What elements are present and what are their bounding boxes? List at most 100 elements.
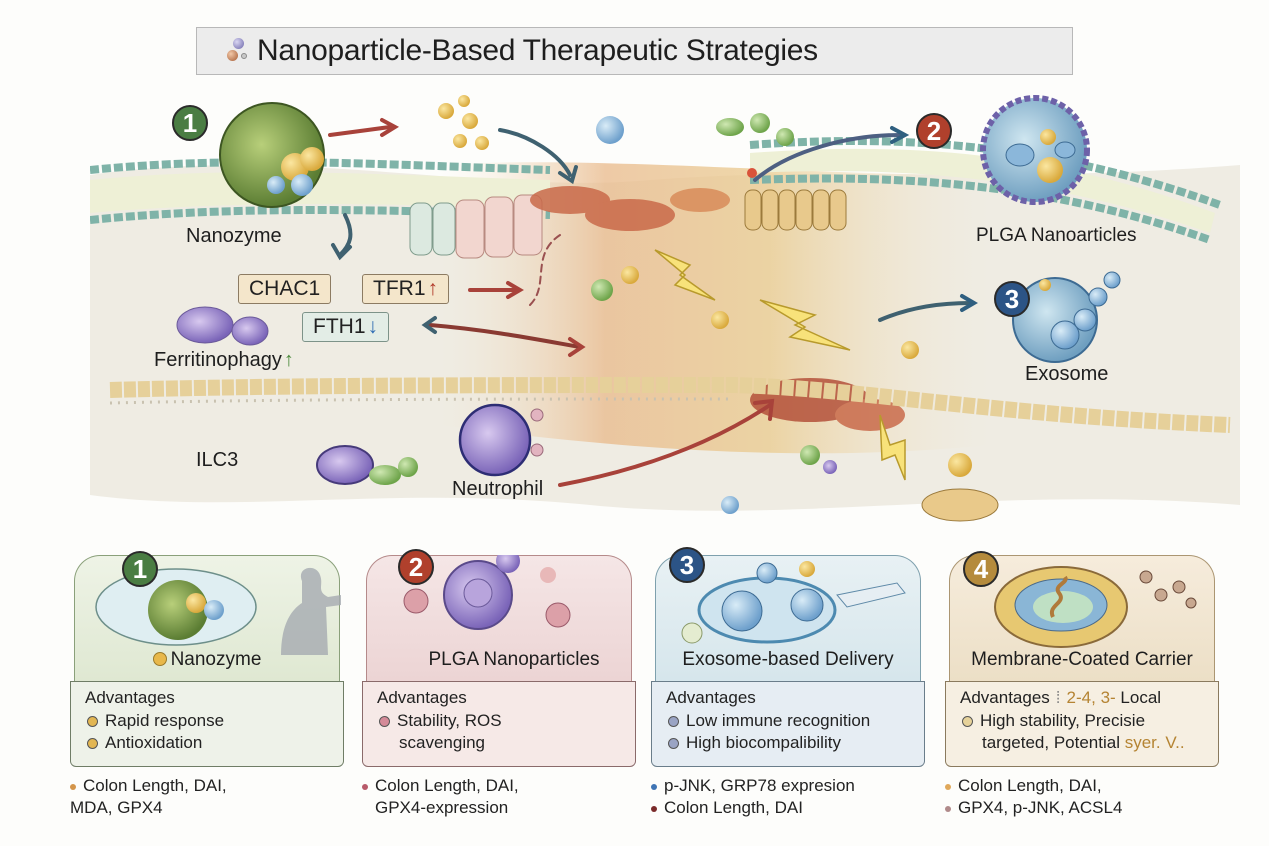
advantages-box: Advantages Stability, ROS scavenging bbox=[362, 681, 636, 767]
strategy-card-exosome: 3 Exosome-based Delivery Advantages Low … bbox=[647, 547, 929, 817]
advantage-item: Low immune recognition bbox=[666, 710, 910, 732]
separator: ⁞ bbox=[1055, 688, 1061, 707]
bullet-icon bbox=[379, 716, 390, 727]
outcome-item: p-JNK, GRP78 expresion bbox=[651, 775, 855, 797]
outcome-text: Colon Length, DAI, bbox=[958, 776, 1102, 795]
lower-membrane bbox=[109, 376, 1231, 433]
outcomes-list: Colon Length, DAI, GPX4, p-JNK, ACSL4 bbox=[945, 775, 1122, 819]
tissue-background bbox=[90, 162, 1240, 511]
bullet-icon bbox=[70, 784, 76, 790]
advantage-text: Stability, ROS bbox=[397, 711, 502, 730]
advantages-heading-text: Advantages bbox=[960, 688, 1050, 707]
bullet-icon bbox=[362, 784, 368, 790]
plga-nanoparticle-icon bbox=[980, 95, 1090, 205]
bullet-icon bbox=[651, 806, 657, 812]
ros-lightning-icons bbox=[654, 249, 906, 481]
label-neutrophil: Neutrophil bbox=[452, 478, 544, 500]
page-title: Nanoparticle-Based Therapeutic Strategie… bbox=[257, 34, 818, 67]
bullet-icon bbox=[651, 784, 657, 790]
bullet-icon bbox=[668, 738, 679, 749]
outcomes-list: Colon Length, DAI, GPX4-expression bbox=[362, 775, 519, 819]
gene-tfr1: TFR1↑ bbox=[362, 274, 449, 304]
advantage-text: High biocompalibility bbox=[686, 733, 841, 752]
label-exosome: Exosome bbox=[1025, 363, 1109, 385]
bullet-icon bbox=[87, 716, 98, 727]
outcome-item: Colon Length, DAI, bbox=[70, 775, 227, 797]
immune-cells bbox=[316, 403, 544, 485]
arrow-up-icon: ↑ bbox=[283, 349, 294, 371]
gene-name: CHAC1 bbox=[249, 277, 321, 300]
ferritinophagy-text: Ferritinophagy bbox=[154, 349, 282, 371]
debris-cluster bbox=[921, 488, 999, 522]
advantages-box: Advantages ⁞ 2-4, 3- Local High stability,… bbox=[945, 681, 1219, 767]
gene-chac1: CHAC1 bbox=[238, 274, 332, 304]
badge-number: 3 bbox=[679, 549, 695, 580]
outcome-text: GPX4-expression bbox=[375, 798, 509, 817]
card-badge-2: 2 bbox=[398, 549, 434, 585]
advantages-heading: Advantages bbox=[666, 688, 756, 707]
arrow-up-icon: ↑ bbox=[427, 277, 439, 300]
exosome-icon bbox=[1012, 271, 1121, 363]
advantages-heading: Advantages ⁞ 2-4, 3- Local bbox=[960, 688, 1204, 708]
outcome-text: p-JNK, GRP78 expresion bbox=[664, 776, 855, 795]
bullet-icon bbox=[87, 738, 98, 749]
bullet-icon bbox=[668, 716, 679, 727]
outcome-text: Colon Length, DAI, bbox=[83, 776, 227, 795]
outcome-item: Colon Length, DAI, bbox=[362, 775, 519, 797]
local-text: Local bbox=[1120, 688, 1162, 707]
bullet-icon bbox=[945, 784, 951, 790]
bullet-icon bbox=[962, 716, 973, 727]
strategy-card-membrane-coated: 4 Membrane-Coated Carrier Advantages⁞2-4… bbox=[941, 551, 1223, 817]
badge-number: 2 bbox=[926, 115, 942, 146]
advantages-heading: Advantages bbox=[85, 688, 175, 707]
pathway-arrows bbox=[328, 118, 978, 487]
outcome-item: Colon Length, DAI, bbox=[945, 775, 1122, 797]
label-nanozyme: Nanozyme bbox=[186, 225, 282, 247]
gene-name: TFR1 bbox=[373, 277, 426, 300]
nanozyme-illustration bbox=[95, 567, 341, 655]
badge-number: 1 bbox=[182, 107, 198, 138]
nanoparticle-cluster-icon bbox=[225, 36, 253, 66]
label-plga: PLGA Nanoarticles bbox=[976, 225, 1137, 246]
advantages-heading: Advantages bbox=[377, 688, 467, 707]
strategy-2-badge: 2 bbox=[916, 113, 952, 149]
label-ferritinophagy: Ferritinophagy↑ bbox=[154, 349, 294, 372]
advantage-tail-text: syer. V.. bbox=[1124, 733, 1185, 752]
number-text: 3- bbox=[1100, 688, 1116, 707]
strategy-card-nanozyme: 1 Nanozyme Advantages Rapid response Ant… bbox=[66, 551, 348, 817]
epithelial-cells bbox=[409, 189, 847, 259]
card-title-text: Nanozyme bbox=[170, 649, 262, 670]
advantage-item-continued: scavenging bbox=[377, 732, 621, 754]
bullet-icon bbox=[945, 806, 951, 812]
outcome-text: MDA, GPX4 bbox=[70, 798, 163, 817]
upper-membrane bbox=[89, 137, 1222, 244]
advantage-text: Low immune recognition bbox=[686, 711, 871, 730]
card-badge-4: 4 bbox=[963, 551, 999, 587]
outcomes-list: p-JNK, GRP78 expresion Colon Length, DAI bbox=[651, 775, 855, 819]
card-title: Exosome-based Delivery bbox=[682, 649, 894, 670]
exosome-illustration bbox=[681, 561, 906, 644]
outcome-item: Colon Length, DAI bbox=[651, 797, 855, 819]
badge-number: 2 bbox=[408, 551, 424, 582]
gene-name: FTH1 bbox=[313, 315, 366, 338]
badge-number: 1 bbox=[132, 553, 148, 584]
strategy-3-badge: 3 bbox=[994, 281, 1030, 317]
intestinal-tissue-illustration: 1 2 3 Nanozyme PLGA Nanoarticles Exosome… bbox=[89, 85, 1240, 530]
advantage-item-continued: targeted, Potential syer. V.. bbox=[960, 732, 1204, 754]
advantage-item: Stability, ROS bbox=[377, 710, 621, 732]
ferritin-cluster-icon bbox=[176, 306, 269, 346]
label-ilc3: ILC3 bbox=[196, 449, 239, 471]
advantages-box: Advantages Rapid response Antioxidation bbox=[70, 681, 344, 767]
outcome-item: GPX4, p-JNK, ACSL4 bbox=[945, 797, 1122, 819]
range-text: 2-4, bbox=[1066, 688, 1096, 707]
card-badge-3: 3 bbox=[669, 547, 705, 583]
card-title: Nanozyme bbox=[66, 649, 348, 671]
strategy-1-badge: 1 bbox=[172, 105, 208, 141]
gene-fth1: FTH1↓ bbox=[302, 312, 389, 342]
title-banner: Nanoparticle-Based Therapeutic Strategie… bbox=[196, 27, 1073, 75]
advantage-text: High stability, Precisie bbox=[980, 711, 1146, 730]
advantage-item: High biocompalibility bbox=[666, 732, 910, 754]
advantage-item: High stability, Precisie bbox=[960, 710, 1204, 732]
outcome-item: MDA, GPX4 bbox=[70, 797, 227, 819]
